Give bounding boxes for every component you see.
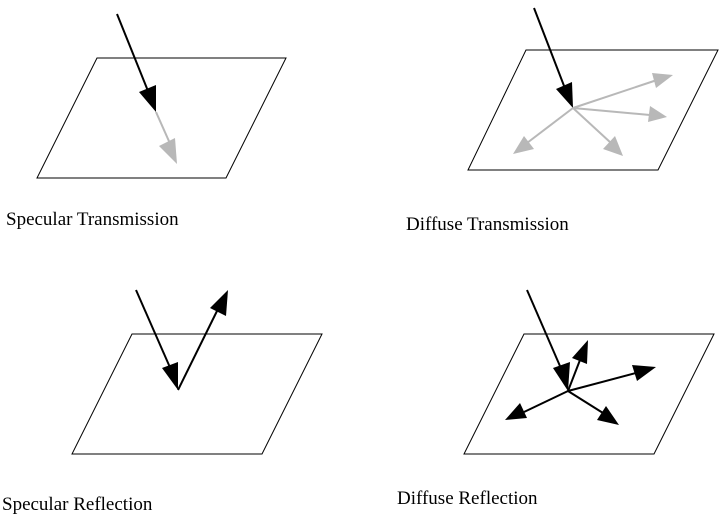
transmitted-ray-4 <box>526 107 574 144</box>
transmitted-arrowhead <box>159 138 177 164</box>
transmitted-ray-3 <box>572 107 612 144</box>
reflected-arrowhead <box>210 290 228 316</box>
panel-specular-transmission: Specular Transmission <box>6 13 287 230</box>
surface-plane <box>463 333 715 455</box>
incident-ray <box>526 289 564 374</box>
surface-plane <box>36 57 287 179</box>
reflected-arrowhead-2 <box>632 365 656 381</box>
reflected-arrowhead-1 <box>572 340 588 364</box>
caption-specular-reflection: Specular Reflection <box>2 494 153 515</box>
caption-specular-transmission: Specular Transmission <box>6 209 179 230</box>
incident-arrowhead <box>162 362 178 390</box>
transmitted-arrowhead-2 <box>648 106 667 122</box>
surface-plane <box>71 333 323 455</box>
reflected-arrowhead-3 <box>597 406 619 425</box>
incident-ray <box>116 13 151 97</box>
reflected-ray-2 <box>567 372 637 392</box>
caption-diffuse-transmission: Diffuse Transmission <box>406 214 569 235</box>
transmitted-ray-1 <box>572 79 658 109</box>
incident-ray <box>533 7 567 92</box>
incident-arrowhead <box>553 362 570 391</box>
panel-specular-reflection: Specular Reflection <box>2 289 323 515</box>
panel-diffuse-reflection: Diffuse Reflection <box>397 289 715 509</box>
reflected-ray-4 <box>523 390 569 413</box>
reflected-arrowhead-4 <box>505 403 527 420</box>
panel-diffuse-transmission: Diffuse Transmission <box>406 7 719 235</box>
transmitted-arrowhead-4 <box>513 136 534 154</box>
reflected-ray-3 <box>567 390 604 414</box>
reflected-ray <box>177 310 218 391</box>
incident-ray <box>135 289 173 373</box>
transmitted-ray-2 <box>572 107 651 116</box>
reflected-ray-1 <box>567 359 581 392</box>
incident-arrowhead <box>139 85 156 112</box>
incident-arrowhead <box>556 82 573 108</box>
transmitted-arrowhead-3 <box>603 136 623 156</box>
caption-diffuse-reflection: Diffuse Reflection <box>397 488 538 509</box>
transmitted-arrowhead-1 <box>652 73 673 88</box>
